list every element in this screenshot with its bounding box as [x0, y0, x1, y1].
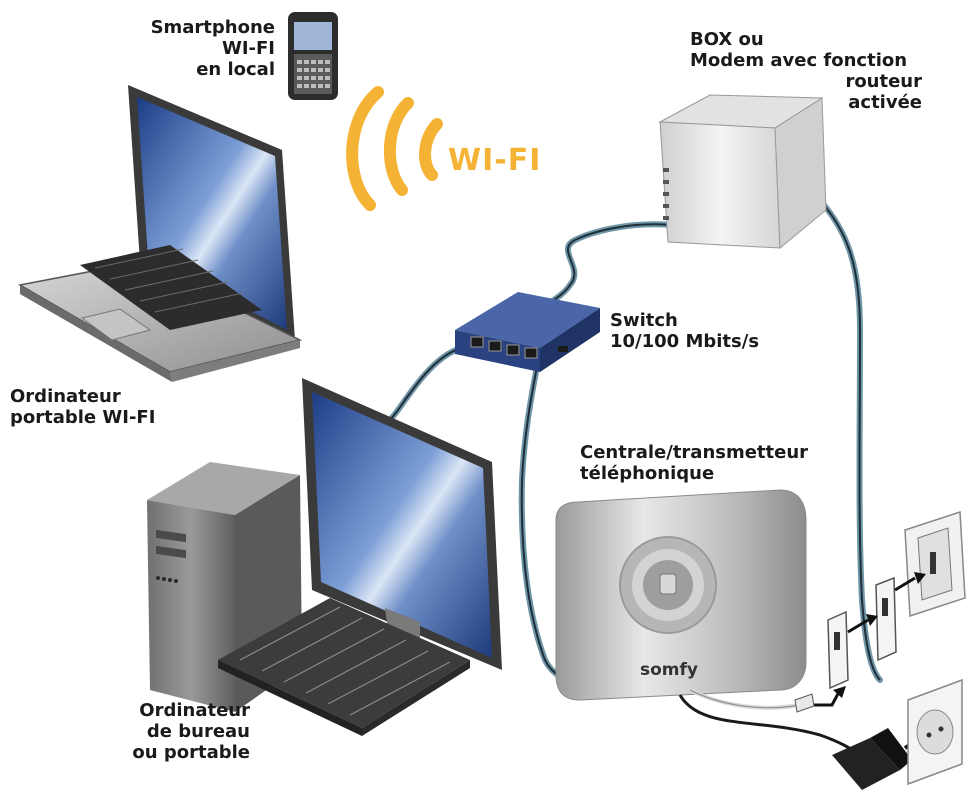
smartphone-label: Smartphone WI-FI en local [130, 17, 275, 80]
desktop-monitor-icon [302, 378, 502, 670]
alarm-central-icon [555, 489, 807, 701]
box-label-line: routeur [845, 71, 922, 92]
cable-switch-to-desktop [382, 343, 473, 428]
power-outlet-icon [907, 678, 963, 786]
box-label: BOX ou Modem avec fonction routeur activ… [690, 29, 922, 113]
switch-label-line: Switch [610, 310, 678, 331]
laptop-icon [17, 85, 303, 382]
rj11-plug-icon [794, 693, 815, 713]
central-label-line: téléphonique [580, 463, 715, 484]
cable-box-to-wall-core [819, 199, 881, 681]
smartphone-icon [288, 12, 338, 100]
cable-box-to-wall [817, 197, 883, 683]
arrow-splitter-to-socket [894, 576, 916, 592]
brand-logo: somfy [640, 660, 698, 680]
wifi-label: WI-FI [448, 143, 542, 178]
laptop-label-line: Ordinateur [10, 386, 121, 407]
central-label: Centrale/transmetteur téléphonique [580, 442, 808, 484]
router-box-icon [658, 94, 827, 250]
smartphone-label-line: Smartphone [150, 17, 275, 38]
desktop-label-line: Ordinateur [139, 700, 250, 721]
arrow-splitter-to-splitter [847, 618, 869, 634]
power-cable [678, 694, 861, 757]
box-label-line: activée [848, 92, 922, 113]
phone-wall-socket-icon [904, 510, 966, 618]
desktop-label: Ordinateur de bureau ou portable [100, 700, 250, 763]
arrow-plug-to-splitter [808, 689, 842, 707]
box-label-line: BOX ou [690, 29, 764, 50]
power-adapter-icon [832, 728, 912, 790]
laptop-label: Ordinateur portable WI-FI [10, 386, 155, 428]
rj11-splitter-icon [827, 576, 897, 690]
smartphone-label-line: WI-FI [221, 38, 275, 59]
desktop-label-line: ou portable [132, 742, 250, 763]
smartphone-label-line: en local [196, 59, 275, 80]
keyboard-icon [218, 598, 470, 736]
switch-icon [455, 292, 600, 372]
phone-cable-outline [689, 689, 801, 709]
box-label-line: Modem avec fonction [690, 50, 908, 71]
switch-label-line: 10/100 Mbits/s [610, 331, 760, 352]
central-label-line: Centrale/transmetteur [580, 442, 809, 463]
laptop-label-line: portable WI-FI [10, 407, 156, 428]
switch-label: Switch 10/100 Mbits/s [610, 310, 759, 352]
desktop-label-line: de bureau [146, 721, 250, 742]
wifi-waves-icon [346, 86, 443, 211]
